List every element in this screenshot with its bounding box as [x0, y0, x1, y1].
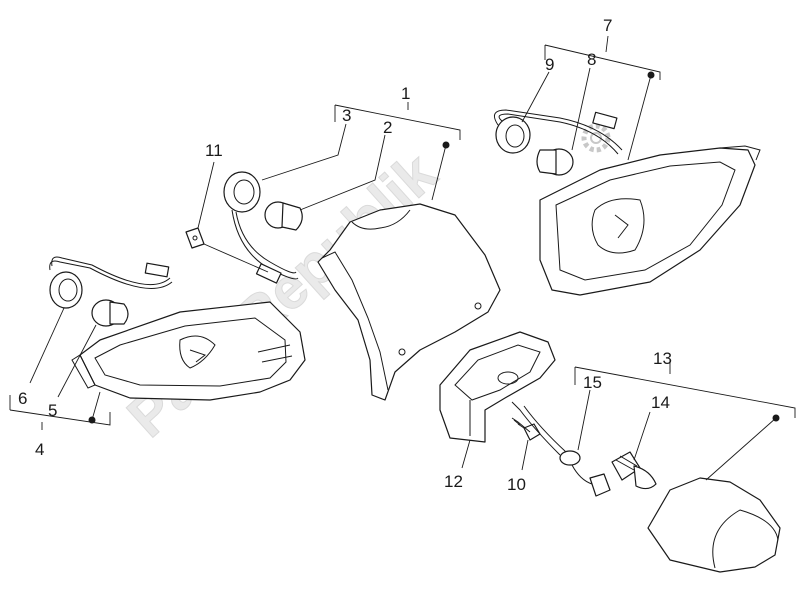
rear-bracket — [317, 203, 501, 401]
centre-bracket-assembly — [185, 171, 501, 401]
centre-wire-connector — [255, 263, 282, 284]
callout-12: 12 — [444, 472, 463, 491]
callout-8: 8 — [587, 50, 596, 69]
callout-leaders — [9, 35, 796, 481]
left-bulb-socket — [49, 271, 83, 309]
callout-10: 10 — [507, 475, 526, 494]
centre-bulb-socket — [223, 171, 261, 213]
plate-light-cable — [511, 401, 561, 456]
callout-4: 4 — [35, 440, 44, 459]
plate-light-lens — [647, 477, 781, 573]
right-bulb-socket — [495, 116, 531, 154]
callout-9: 9 — [545, 55, 554, 74]
gear-icon — [581, 123, 611, 153]
right-socket-wire — [493, 109, 623, 151]
callout-13: 13 — [653, 349, 672, 368]
callout-numbers: 1 2 3 4 5 6 7 8 9 10 11 12 13 14 15 — [18, 16, 672, 494]
right-wire-connector — [592, 111, 618, 130]
right-indicator-assembly — [493, 109, 761, 296]
right-lens-housing — [539, 147, 756, 296]
callout-15: 15 — [583, 373, 602, 392]
plate-light-housing — [439, 331, 556, 443]
left-socket-wire — [49, 260, 173, 289]
plate-light-assembly — [439, 331, 781, 573]
callout-3: 3 — [342, 106, 351, 125]
callout-2: 2 — [383, 118, 392, 137]
plate-bulb — [633, 465, 657, 490]
grommet — [559, 450, 581, 466]
callout-1: 1 — [401, 84, 410, 103]
callout-6: 6 — [18, 389, 27, 408]
callout-14: 14 — [651, 393, 670, 412]
callout-5: 5 — [48, 401, 57, 420]
left-wire-connector — [144, 262, 170, 278]
left-indicator-assembly — [49, 256, 306, 401]
callout-11: 11 — [205, 141, 223, 160]
wire-clip — [185, 227, 205, 249]
callout-7: 7 — [603, 16, 612, 35]
